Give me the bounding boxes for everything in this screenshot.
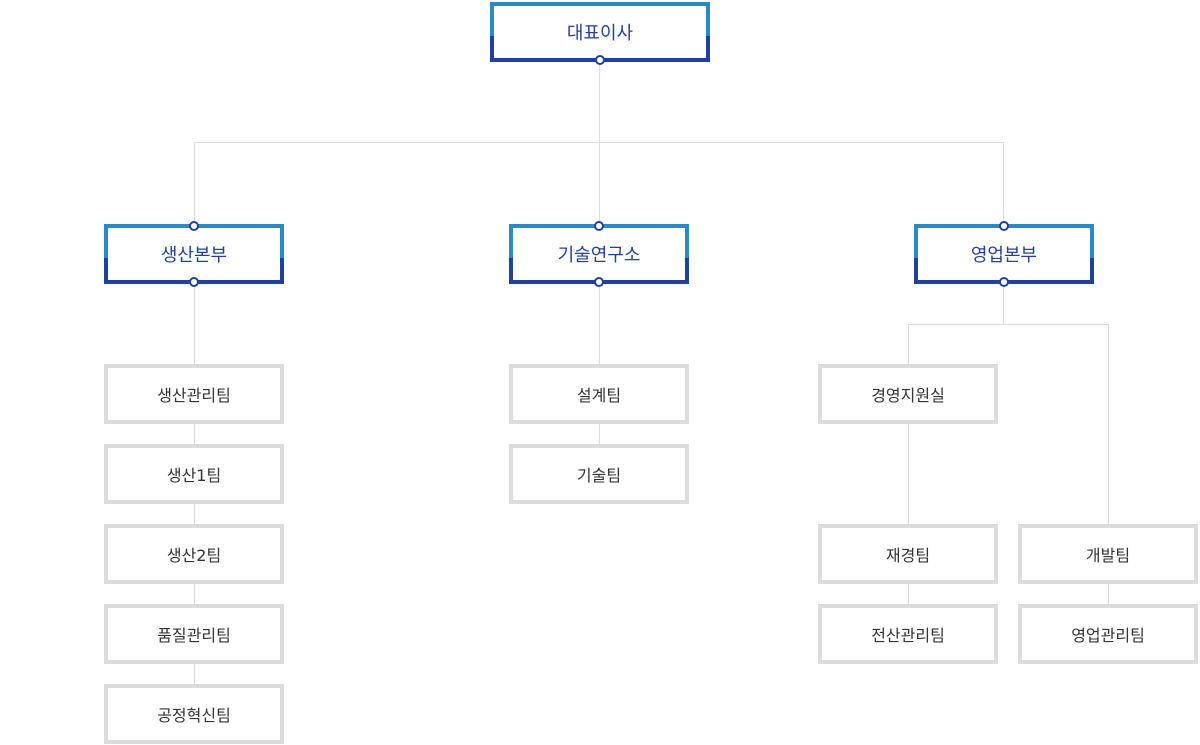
team-box: 품질관리팀	[104, 604, 284, 664]
division-production-label: 생산본부	[160, 245, 228, 266]
division-production-top-dot	[189, 221, 199, 231]
team-label: 설계팀	[576, 386, 622, 405]
team-label: 재경팀	[885, 546, 931, 565]
connector-to-production	[194, 142, 195, 226]
division-sales-box: 영업본부	[914, 224, 1094, 284]
ceo-bottom-dot	[595, 55, 605, 65]
team-label: 전산관리팀	[871, 626, 945, 645]
connector-sales-horizontal	[908, 324, 1109, 325]
team-box: 공정혁신팀	[104, 684, 284, 744]
team-label: 개발팀	[1085, 546, 1131, 565]
team-box: 생산2팀	[104, 524, 284, 584]
team-box: 생산1팀	[104, 444, 284, 504]
team-box: 전산관리팀	[818, 604, 998, 664]
connector-to-management-office	[908, 324, 909, 368]
connector-to-rnd	[599, 142, 600, 226]
division-production-box: 생산본부	[104, 224, 284, 284]
team-label: 생산1팀	[166, 466, 222, 485]
team-box: 개발팀	[1018, 524, 1198, 584]
office-label: 경영지원실	[871, 386, 945, 405]
team-label: 품질관리팀	[157, 626, 231, 645]
connector-management-office-teams	[908, 420, 909, 610]
team-label: 기술팀	[576, 466, 622, 485]
ceo-label: 대표이사	[566, 23, 634, 44]
connector-to-sales	[1003, 142, 1004, 226]
ceo-box: 대표이사	[490, 2, 710, 62]
division-rnd-top-dot	[594, 221, 604, 231]
team-box: 기술팀	[509, 444, 689, 504]
division-rnd-box: 기술연구소	[509, 224, 689, 284]
team-label: 생산관리팀	[157, 386, 231, 405]
division-production-bottom-dot	[189, 277, 199, 287]
connector-sales-down	[1003, 282, 1004, 324]
office-box: 경영지원실	[818, 364, 998, 424]
team-box: 재경팀	[818, 524, 998, 584]
team-box: 생산관리팀	[104, 364, 284, 424]
division-sales-label: 영업본부	[970, 245, 1038, 266]
division-sales-bottom-dot	[999, 277, 1009, 287]
team-label: 생산2팀	[166, 546, 222, 565]
team-box: 영업관리팀	[1018, 604, 1198, 664]
team-label: 영업관리팀	[1071, 626, 1145, 645]
division-rnd-label: 기술연구소	[557, 245, 641, 266]
division-sales-top-dot	[999, 221, 1009, 231]
connector-ceo-down	[599, 60, 600, 143]
division-rnd-bottom-dot	[594, 277, 604, 287]
connector-sales-teams	[1108, 324, 1109, 610]
team-label: 공정혁신팀	[157, 706, 231, 725]
team-box: 설계팀	[509, 364, 689, 424]
